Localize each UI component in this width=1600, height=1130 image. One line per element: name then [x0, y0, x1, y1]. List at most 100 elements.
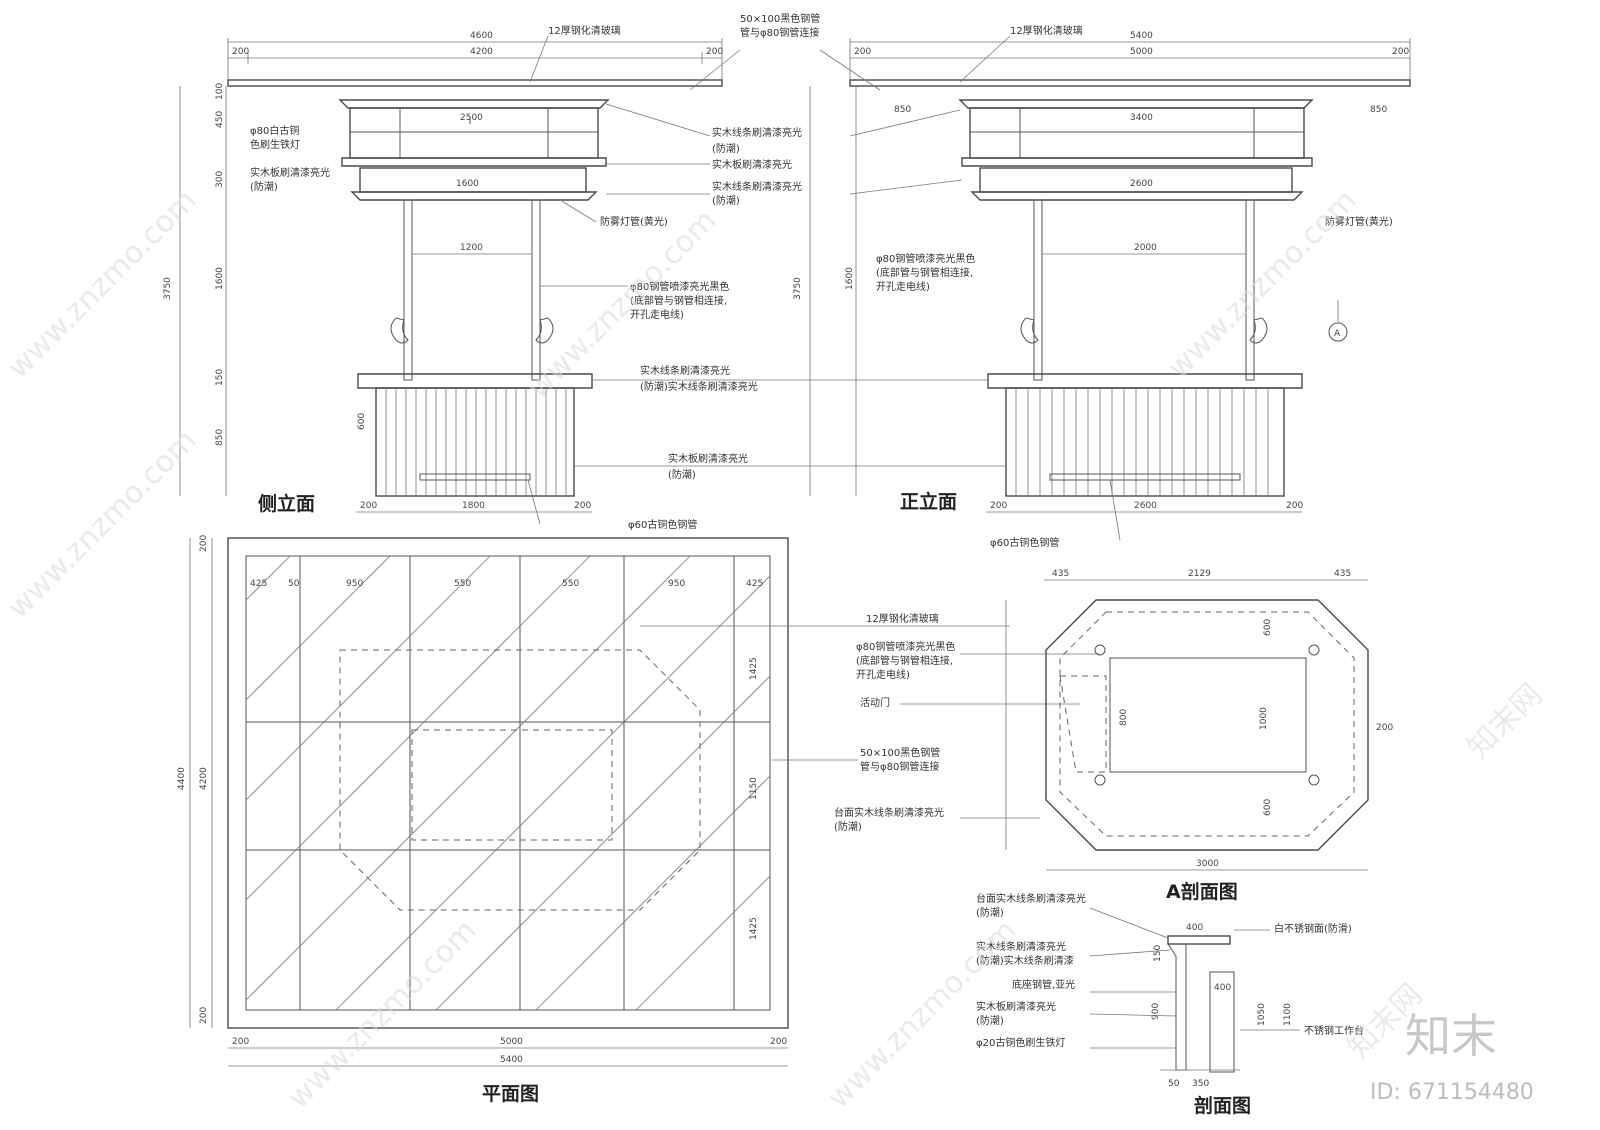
- note-plan-door: 活动门: [860, 696, 890, 709]
- side-lamp-right: [535, 317, 554, 344]
- section-a-title: A剖面图: [1166, 880, 1238, 903]
- side-elevation-title: 侧立面: [258, 492, 315, 515]
- section-a-work-area: [1109, 657, 1307, 773]
- front-counter-top: [987, 373, 1303, 389]
- note-hidden-light: 防雾灯管(黄光): [600, 215, 668, 228]
- watermark-7: 知末网: [1461, 677, 1549, 765]
- dim-front-bottom-200b: 200: [1286, 501, 1303, 511]
- section-callout-label: A: [1334, 329, 1341, 339]
- dim-plan-5000: 5000: [500, 1037, 523, 1047]
- side-elevation: 4600 4200 200 200 2500 1600 1200: [163, 31, 723, 515]
- front-column-right: [1245, 199, 1255, 381]
- note-counter-top-2: (防潮)实木线条刷清漆亮光: [640, 380, 758, 393]
- note-steel-pipe: 50×100黑色钢管: [740, 12, 820, 25]
- side-column-right: [531, 199, 541, 381]
- note-brass-pipe-3: 开孔走电线): [630, 308, 684, 321]
- dim-plan-200-top: 200: [199, 535, 209, 552]
- section-table: [1209, 971, 1235, 1073]
- section-a-post-2: [1308, 644, 1320, 656]
- dim-v-150: 150: [215, 369, 225, 386]
- dim-sec-1100: 1100: [1283, 1003, 1293, 1026]
- section-title: 剖面图: [1194, 1094, 1251, 1117]
- dim-plan-1150: 1150: [749, 777, 759, 800]
- side-lamp-left: [390, 317, 409, 344]
- dim-plan-5400: 5400: [500, 1055, 523, 1065]
- dim-front-height-1600: 1600: [845, 267, 855, 290]
- dim-a-800: 800: [1119, 709, 1129, 726]
- dim-sec-1050: 1050: [1257, 1003, 1267, 1026]
- dim-plan-425b: 425: [746, 579, 763, 589]
- note-top-wood-2: (防潮): [712, 142, 740, 155]
- note-sec-rail: φ20古铜色刷生铁灯: [976, 1036, 1065, 1049]
- note-plan-pipe-2: (底部管与钢管相连接,: [856, 654, 953, 667]
- dim-a-600a: 600: [1263, 619, 1273, 636]
- plan-outer: [227, 537, 789, 1029]
- note-wood-board-2: (防潮): [250, 180, 278, 193]
- note-brass-pipe-2: (底部管与钢管相连接,: [630, 294, 727, 307]
- note-steel-pipe-2: 管与φ80钢管连接: [740, 26, 819, 39]
- note-brass-rail-front: φ60古铜色钢管: [990, 536, 1059, 549]
- dim-front-2000: 2000: [1134, 243, 1157, 253]
- dim-front-top-right: 200: [1392, 47, 1409, 57]
- note-front-brass-pipe-2: (底部管与钢管相连接,: [876, 266, 973, 279]
- canopy-band: [341, 157, 607, 167]
- note-top-wood-3: 实木线条刷清漆亮光: [712, 180, 802, 193]
- dim-plan-4400: 4400: [177, 767, 187, 790]
- note-lamp-left-2: 色刷生铁灯: [250, 138, 300, 151]
- watermark-1: www.znzmo.com: [1, 183, 204, 386]
- plan-view: 425 50 950 550 550 950 425 1425 1150 142…: [177, 535, 1100, 1105]
- dim-side-top-right: 200: [706, 47, 723, 57]
- note-sec-wood: 实木线条刷清漆亮光: [976, 940, 1066, 953]
- dim-side-bottom-1800: 1800: [462, 501, 485, 511]
- note-plan-pipe-3: 开孔走电线): [856, 668, 910, 681]
- note-plan-pipe: φ80钢管喷漆亮光黑色: [856, 640, 955, 653]
- side-column-left: [403, 199, 413, 381]
- dim-side-top-left: 200: [232, 47, 249, 57]
- note-bottom-board: 实木板刷清漆亮光: [668, 452, 748, 465]
- front-elevation-title: 正立面: [900, 490, 957, 513]
- dim-front-850a: 850: [894, 105, 911, 115]
- note-plan-glass: 12厚钢化清玻璃: [866, 612, 939, 625]
- dim-side-bottom-200b: 200: [574, 501, 591, 511]
- note-bottom-board-2: (防潮): [668, 468, 696, 481]
- section-a-view: 435 2129 435 800 1000 600 600 200 3000 A…: [1005, 569, 1393, 903]
- dim-front-top-left: 200: [854, 47, 871, 57]
- note-top-wood: 实木线条刷清漆亮光: [712, 126, 802, 139]
- dim-v-300: 300: [215, 171, 225, 188]
- dim-sec-400: 400: [1186, 923, 1203, 933]
- plan-title: 平面图: [482, 1083, 539, 1105]
- front-lamp-right: [1249, 317, 1268, 344]
- dim-plan-200-bottom: 200: [199, 1007, 209, 1024]
- dim-side-bottom-200a: 200: [360, 501, 377, 511]
- note-sec-board-2: (防潮): [976, 1014, 1004, 1027]
- note-front-brass-pipe: φ80钢管喷漆亮光黑色: [876, 252, 975, 265]
- dim-height-1600: 1600: [215, 267, 225, 290]
- dim-v-100: 100: [215, 83, 225, 100]
- front-counter-body: [1005, 387, 1285, 497]
- glass-top: [227, 79, 723, 87]
- plan-inner: [245, 555, 771, 1011]
- front-lamp-left: [1020, 317, 1039, 344]
- note-glass-top: 12厚钢化清玻璃: [548, 24, 621, 37]
- dim-a-435b: 435: [1334, 569, 1351, 579]
- dim-sec-350: 350: [1192, 1079, 1209, 1089]
- canopy-cornice: [338, 99, 610, 109]
- dim-2500: 2500: [460, 113, 483, 123]
- side-counter-top: [357, 373, 593, 389]
- section-a-post-1: [1094, 644, 1106, 656]
- dim-a-2129: 2129: [1188, 569, 1211, 579]
- dim-1200: 1200: [460, 243, 483, 253]
- dim-1600: 1600: [456, 179, 479, 189]
- plan-work-area: [411, 729, 613, 841]
- note-sec-counter-2: (防潮): [976, 906, 1004, 919]
- dim-plan-4200: 4200: [199, 767, 209, 790]
- dim-plan-200-right: 200: [770, 1037, 787, 1047]
- note-brass-pipe: φ80钢管喷漆亮光黑色: [630, 280, 729, 293]
- note-glass-top-front: 12厚钢化清玻璃: [1010, 24, 1083, 37]
- dim-v-850: 850: [215, 429, 225, 446]
- dim-sec-900: 900: [1151, 1003, 1161, 1020]
- note-sec-wood-2: (防潮)实木线条刷清漆: [976, 954, 1074, 967]
- section-counter-top: [1167, 935, 1231, 945]
- section-a-post-4: [1308, 774, 1320, 786]
- section-a-door: [1059, 675, 1107, 773]
